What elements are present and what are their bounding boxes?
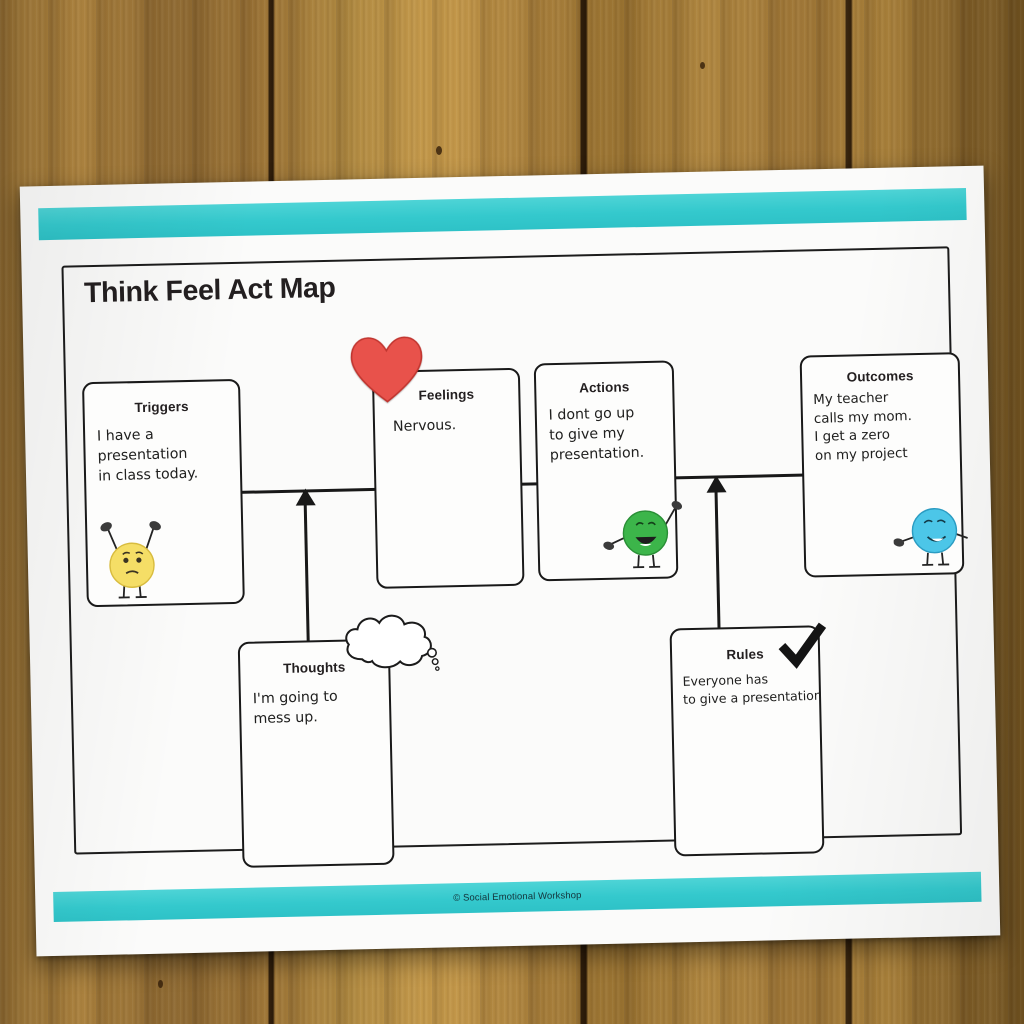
checkmark-icon	[775, 621, 828, 670]
card-actions-text: I dont go up to give my presentation.	[548, 405, 645, 464]
card-triggers-title: Triggers	[134, 398, 189, 416]
arrow-rules-up	[706, 475, 727, 493]
card-thoughts-text: I'm going to mess up.	[252, 688, 338, 728]
blue-smirking-character	[892, 482, 974, 568]
card-outcomes-text: My teacher calls my mom. I get a zero on…	[813, 390, 913, 464]
card-outcomes[interactable]: Outcomes My teacher calls my mom. I get …	[799, 352, 968, 578]
arrow-thoughts-up	[295, 488, 316, 506]
card-feelings-text: Nervous.	[392, 417, 457, 436]
card-rules-text: Everyone has to give a presentation	[682, 671, 823, 707]
card-actions-title: Actions	[578, 379, 630, 396]
green-happy-character	[600, 486, 688, 570]
card-actions[interactable]: Actions I dont go up to give my presenta…	[533, 360, 683, 582]
card-outcomes-title: Outcomes	[846, 368, 914, 385]
thought-cloud-icon	[339, 609, 444, 675]
page-title: Think Feel Act Map	[83, 271, 336, 310]
card-triggers[interactable]: Triggers I have a presentation in class …	[81, 378, 245, 608]
worksheet-page: © Social Emotional Workshop Think Feel A…	[19, 165, 1001, 957]
card-rules[interactable]: Rules Everyone has to give a presentatio…	[669, 622, 827, 857]
card-triggers-text: I have a presentation in class today.	[96, 426, 199, 485]
heart-icon	[349, 335, 424, 405]
yellow-worried-character	[95, 514, 169, 600]
